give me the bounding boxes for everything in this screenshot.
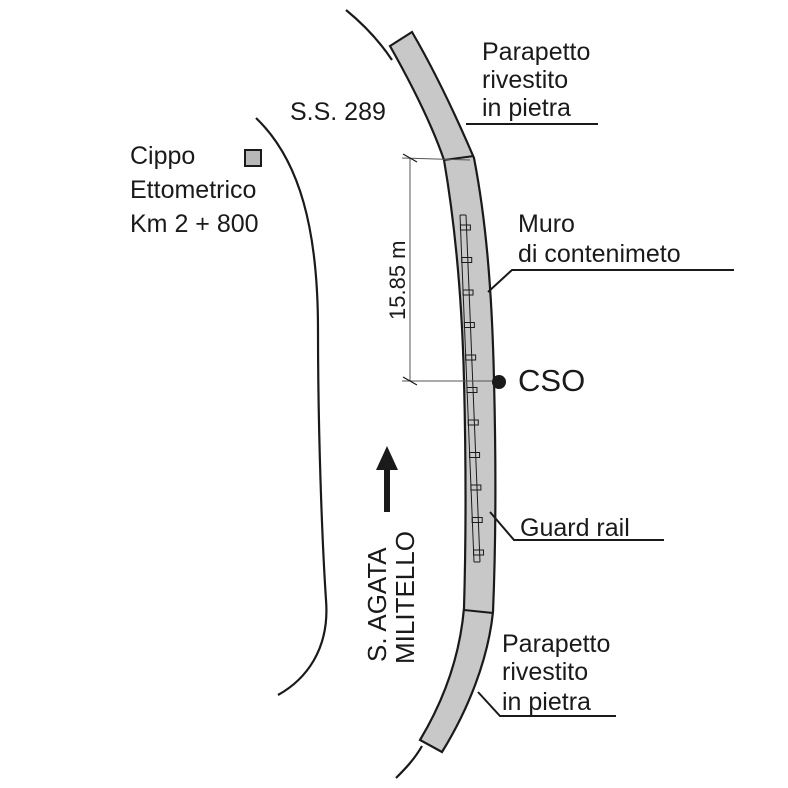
guard-rail-post [466, 387, 478, 393]
guard-rail-post [470, 484, 482, 491]
road-edge-right-top [345, 9, 393, 61]
guard-rail-post [467, 419, 479, 426]
sensor-label: CSO [518, 363, 585, 398]
milestone-line2: Ettometrico [130, 176, 256, 204]
direction-line1: S. AGATA [362, 547, 392, 662]
guard-rail-leader [489, 511, 664, 541]
retaining-wall-line1: Muro [518, 210, 575, 238]
retaining-wall-leader [487, 269, 734, 293]
road-name: S.S. 289 [290, 98, 386, 126]
parapet-bottom-line3: in pietra [502, 688, 591, 716]
guard-rail-post [465, 354, 477, 361]
parapet-bottom-line1: Parapetto [502, 630, 610, 658]
guard-rail-post [461, 257, 473, 263]
dimension-value: 15.85 m [385, 241, 410, 321]
guard-rail-post [473, 549, 485, 556]
guard-rail-post [459, 224, 471, 231]
milestone-line1: Cippo [130, 142, 195, 170]
wall-joint-bottom [463, 609, 494, 614]
parapet-top-line1: Parapetto [482, 38, 590, 66]
guard-rail-post [462, 289, 474, 296]
sensor-dot [492, 375, 506, 389]
dimension-line [401, 153, 500, 386]
road-edge-right-bottom [395, 745, 423, 779]
retaining-wall-line2: di contenimeto [518, 240, 681, 268]
wall-band [388, 30, 497, 754]
guard-rail-post [471, 517, 483, 523]
milestone-marker [244, 149, 262, 167]
guard-rail-post [469, 452, 481, 458]
parapet-top-line2: rivestito [482, 66, 568, 94]
parapet-top-line3: in pietra [482, 94, 571, 122]
direction-arrow-icon [376, 446, 398, 512]
guard-rail-post [463, 322, 475, 328]
parapet-bottom-line2: rivestito [502, 658, 588, 686]
guard-rail [459, 214, 485, 563]
road-edge-left [255, 117, 328, 696]
milestone-line3: Km 2 + 800 [130, 210, 259, 238]
guard-rail-label: Guard rail [520, 514, 630, 542]
parapet-bottom-leader [477, 691, 616, 717]
direction-line2: MILITELLO [390, 531, 420, 664]
